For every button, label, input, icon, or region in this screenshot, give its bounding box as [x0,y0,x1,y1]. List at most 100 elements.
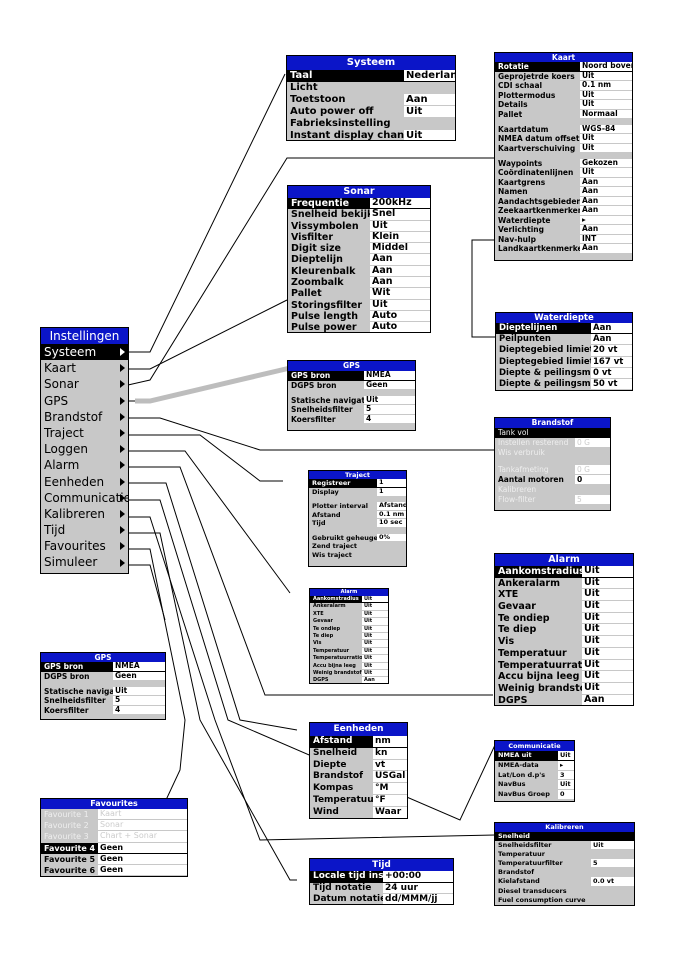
setting-value[interactable]: NMEA [364,371,415,380]
main-menu-item-eenheden[interactable]: Eenheden [41,474,128,490]
brandstof-row-tank-vol[interactable]: Tank vol [495,428,610,439]
setting-value[interactable]: Aan [362,677,388,683]
setting-value[interactable]: Afstand [377,501,406,510]
kalibreren-row-diesel-transducers[interactable]: Diesel transducers [495,887,634,896]
setting-value[interactable]: Aan [370,254,430,265]
setting-value[interactable]: 4 [364,414,415,424]
setting-value[interactable]: Uit [582,601,633,612]
setting-value[interactable]: Uit [580,100,632,109]
setting-value[interactable]: Geen [98,842,187,853]
setting-value[interactable]: Uit [362,647,388,655]
setting-value[interactable]: 1 [377,487,406,496]
setting-value[interactable]: NMEA [113,662,165,671]
setting-value[interactable]: 0 G [575,438,610,448]
setting-value[interactable]: 0.1 nm [377,510,406,519]
setting-value[interactable]: 20 vt [591,345,632,356]
setting-value[interactable]: kn [373,747,407,759]
setting-value[interactable]: Uit [580,134,632,143]
setting-value[interactable]: 5 [591,859,634,868]
setting-value[interactable]: Uit [362,596,388,603]
setting-value[interactable]: Uit [362,610,388,618]
setting-value[interactable]: Geen [98,864,187,876]
setting-value[interactable]: Uit [580,143,632,153]
setting-value[interactable]: Aan [580,206,632,215]
setting-value[interactable]: Sonar [98,820,187,831]
setting-value[interactable]: Geen [364,380,415,389]
setting-value[interactable]: Middel [370,243,430,254]
setting-value[interactable]: Aan [370,265,430,277]
brandstof-row-wis-verbruik[interactable]: Wis verbruik [495,448,610,458]
setting-value[interactable]: °F [373,794,407,806]
main-menu-item-simuleer[interactable]: Simuleer [41,554,128,570]
setting-value[interactable]: 1 [377,479,406,487]
main-menu-item-alarm[interactable]: Alarm [41,457,128,473]
eenheden-row-kompas[interactable]: Kompas°M [310,783,407,795]
setting-value[interactable]: 0% [377,533,406,542]
setting-value[interactable]: 0 G [575,464,610,474]
setting-value[interactable]: Aan [582,694,633,705]
setting-value[interactable]: ▸ [558,760,574,770]
kalibreren-row-brandstof[interactable]: Brandstof [495,868,634,877]
setting-value[interactable]: Uit [362,662,388,669]
setting-value[interactable]: Uit [591,841,634,850]
setting-value[interactable]: nm [373,736,407,747]
setting-value[interactable]: 50 vt [591,378,632,390]
setting-value[interactable]: 0 [575,474,610,485]
setting-value[interactable]: Uit [362,603,388,610]
traject-row-zend-traject[interactable]: Zend traject [309,542,406,551]
setting-value[interactable]: Uit [582,612,633,624]
setting-value[interactable]: 0 [558,790,574,799]
setting-value[interactable]: Aan [580,196,632,206]
setting-value[interactable]: INT [580,234,632,244]
setting-value[interactable]: Uit [582,577,633,589]
setting-value[interactable]: Auto [370,310,430,322]
setting-value[interactable]: Gekozen [580,158,632,168]
setting-value[interactable]: Aan [591,334,632,345]
setting-value[interactable]: Uit [370,220,430,231]
setting-value[interactable]: Uit [582,671,633,682]
main-menu-item-sonar[interactable]: Sonar [41,376,128,392]
setting-value[interactable]: Nederlands [404,70,455,81]
setting-value[interactable]: Uit [582,589,633,601]
setting-value[interactable]: Uit [362,640,388,647]
